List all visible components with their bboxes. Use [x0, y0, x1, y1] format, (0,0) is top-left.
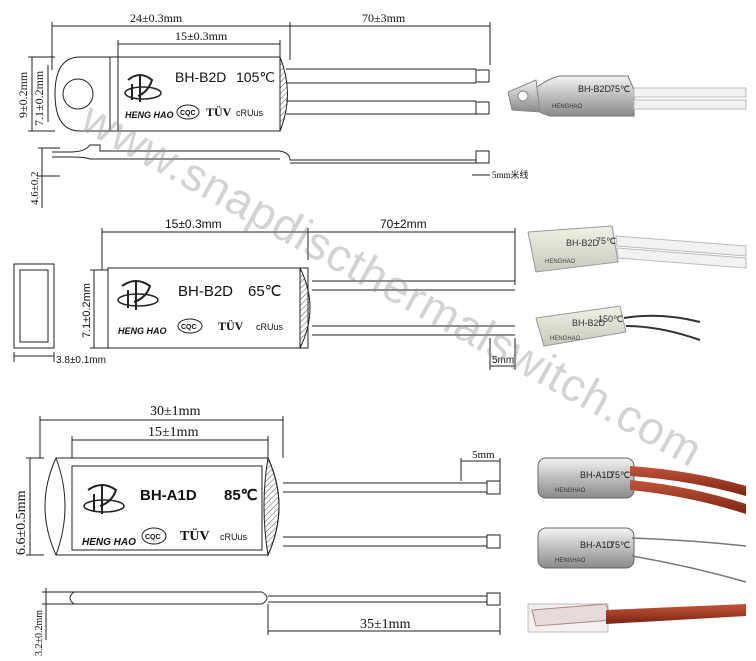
- bottom-dim-overall: 30±1mm: [150, 404, 201, 419]
- photo3-brand: HENGHAO: [550, 336, 581, 342]
- middle-dim-lead: 70±2mm: [380, 217, 427, 231]
- middle-dim-height: 7.1±0.2mm: [81, 283, 93, 338]
- photo5-temp: 75℃: [610, 540, 630, 550]
- bottom-dim-lead: 35±1mm: [360, 617, 411, 632]
- middle-mark-ccc: CQC: [181, 324, 197, 331]
- top-dim-inner: 7.1±0.2mm: [32, 70, 46, 126]
- top-dim-thick: 4.6±0.2: [29, 171, 41, 205]
- top-dim-body: 15±0.3mm: [175, 29, 228, 43]
- product-photo-6: [527, 603, 746, 633]
- top-dim-lead: 70±3mm: [362, 11, 406, 25]
- middle-dim-body: 15±0.3mm: [165, 217, 222, 231]
- top-drawing: [28, 22, 491, 208]
- top-mark-ul: cRUus: [236, 108, 264, 118]
- top-dim-overall: 24±0.3mm: [130, 11, 183, 25]
- bottom-dim-strip: 5mm: [472, 449, 495, 461]
- ccc-mark-icon: [177, 318, 203, 334]
- middle-dim-strip: 5mm: [492, 355, 514, 366]
- henghao-logo-icon: [83, 484, 125, 514]
- middle-mark-ul: cRUus: [256, 322, 284, 332]
- photo5-model: BH-A1D: [580, 540, 614, 550]
- middle-brand: HENG HAO: [118, 326, 167, 336]
- middle-dim-thick: 3.8±0.1mm: [56, 355, 106, 366]
- photo5-brand: HENGHAO: [555, 558, 586, 564]
- bottom-dim-height: 6.6±0.5mm: [14, 490, 29, 555]
- photo3-temp: 150℃: [598, 314, 623, 324]
- photo2-brand: HENGHAO: [545, 259, 576, 265]
- product-photo-4: BH-A1D 75℃ HENGHAO: [537, 457, 746, 514]
- photo4-model: BH-A1D: [580, 470, 614, 480]
- bottom-body-label: BH-A1D 85℃ HENG HAO CQC TÜV cRUus: [82, 484, 258, 548]
- top-mark-tuv: TÜV: [206, 105, 232, 119]
- photo1-brand: HENGHAO: [552, 104, 583, 110]
- ccc-mark-icon: [141, 527, 167, 545]
- bottom-mark-ul: cRUus: [220, 532, 248, 542]
- bottom-brand: HENG HAO: [82, 537, 136, 548]
- middle-temp: 65℃: [248, 283, 282, 300]
- top-model: BH-B2D: [175, 69, 226, 85]
- photo2-model: BH-B2D: [566, 238, 600, 248]
- top-dim-strip-note: 5mm米线: [492, 169, 529, 180]
- top-temp: 105℃: [236, 69, 275, 85]
- middle-drawing: [13, 228, 516, 370]
- product-photo-3: BH-B2D 150℃ HENGHAO: [535, 305, 701, 347]
- photo2-temp: 75℃: [596, 236, 616, 246]
- photo1-model: BH-B2D: [578, 84, 612, 94]
- bottom-model: BH-A1D: [140, 487, 197, 504]
- bottom-drawing: [26, 416, 501, 640]
- middle-mark-tuv: TÜV: [218, 319, 244, 333]
- product-photo-1: BH-B2D 75℃ HENGHAO: [507, 75, 747, 117]
- middle-body-label: BH-B2D 65℃ HENG HAO CQC TÜV cRUus: [117, 280, 284, 336]
- product-photo-2: BH-B2D 75℃ HENGHAO: [527, 225, 747, 273]
- top-brand: HENG HAO: [125, 110, 174, 120]
- henghao-logo-icon: [124, 74, 162, 102]
- henghao-logo-icon: [117, 280, 159, 310]
- photo1-temp: 75℃: [610, 84, 630, 94]
- middle-model: BH-B2D: [178, 283, 233, 300]
- bottom-mark-ccc: CQC: [145, 534, 161, 541]
- top-dim-height: 9±0.2mm: [16, 71, 30, 118]
- photo4-temp: 75℃: [610, 470, 630, 480]
- bottom-mark-tuv: TÜV: [180, 527, 210, 544]
- product-photo-5: BH-A1D 75℃ HENGHAO: [537, 527, 747, 583]
- bottom-temp: 85℃: [224, 487, 258, 504]
- bottom-dim-thick: 3.2±0.2mm: [34, 610, 45, 656]
- top-mark-ccc: CQC: [180, 110, 196, 117]
- top-body-label: BH-B2D 105℃ HENG HAO CQC TÜV cRUus: [124, 69, 275, 120]
- photo3-model: BH-B2D: [572, 318, 606, 328]
- photo4-brand: HENGHAO: [555, 488, 586, 494]
- bottom-dim-body: 15±1mm: [148, 425, 199, 440]
- ccc-mark-icon: [176, 104, 200, 120]
